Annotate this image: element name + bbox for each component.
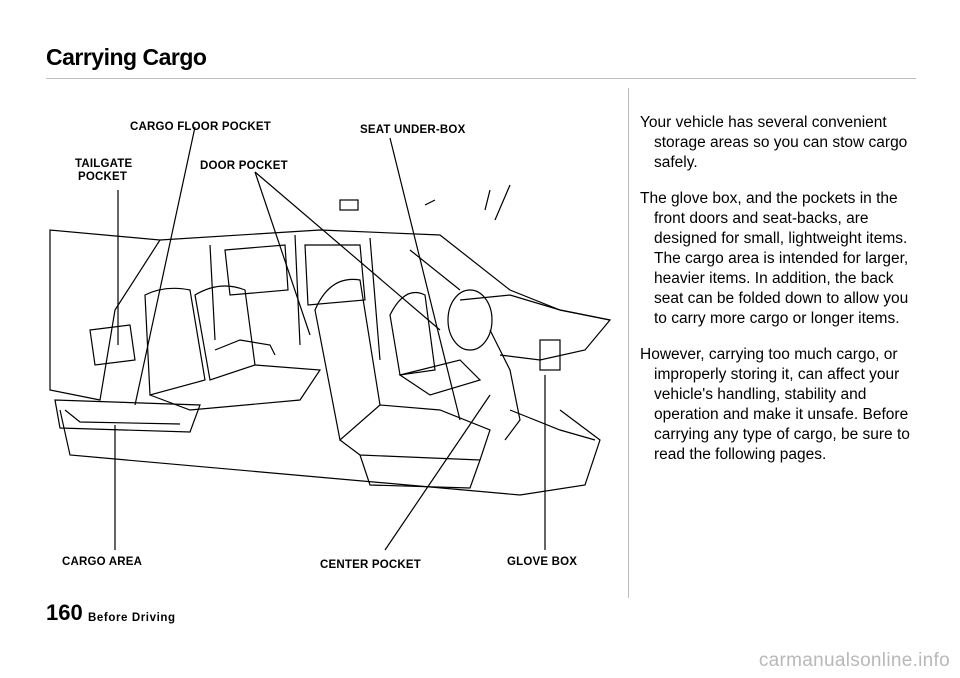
- label-cargo-area: CARGO AREA: [62, 556, 143, 568]
- label-door-pocket: DOOR POCKET: [200, 160, 288, 172]
- leader-cargo-floor: [134, 126, 196, 406]
- body-text: Your vehicle has several convenient stor…: [640, 113, 925, 481]
- leader-center-pocket: [384, 394, 491, 551]
- paragraph: The glove box, and the pockets in the fr…: [640, 190, 909, 327]
- section-name: Before Driving: [88, 612, 176, 624]
- rear-seat: [144, 287, 206, 396]
- center-console: [398, 359, 482, 396]
- label-tailgate-pocket-line1: TAILGATE: [75, 158, 133, 170]
- leader-door-2: [254, 171, 441, 331]
- paragraph: However, carrying too much cargo, or imp…: [640, 346, 910, 463]
- leader-door-1: [254, 171, 311, 336]
- watermark: carmanualsonline.info: [758, 650, 950, 671]
- interior-illustration: CARGO FLOOR POCKET SEAT UNDER-BOX TAILGA…: [40, 110, 625, 580]
- front-seat: [314, 278, 381, 442]
- floor-outline: [59, 409, 601, 496]
- paragraph: Your vehicle has several convenient stor…: [640, 114, 908, 171]
- label-tailgate-pocket-line2: POCKET: [78, 171, 128, 183]
- tailgate-outline: [49, 229, 162, 401]
- page-number: 160: [46, 600, 83, 625]
- leader-seat-underbox: [389, 137, 461, 421]
- label-seat-under-box: SEAT UNDER-BOX: [360, 124, 466, 136]
- vehicle-interior-drawing: [49, 126, 612, 551]
- dashboard: [459, 294, 612, 361]
- cargo-floor-panel: [54, 399, 201, 433]
- label-glove-box: GLOVE BOX: [507, 556, 578, 568]
- header-divider: [46, 78, 916, 79]
- page-title: Carrying Cargo: [46, 44, 207, 70]
- label-cargo-floor-pocket: CARGO FLOOR POCKET: [130, 121, 271, 133]
- column-divider: [628, 88, 629, 598]
- steering-wheel: [447, 289, 493, 351]
- label-center-pocket: CENTER POCKET: [320, 559, 421, 571]
